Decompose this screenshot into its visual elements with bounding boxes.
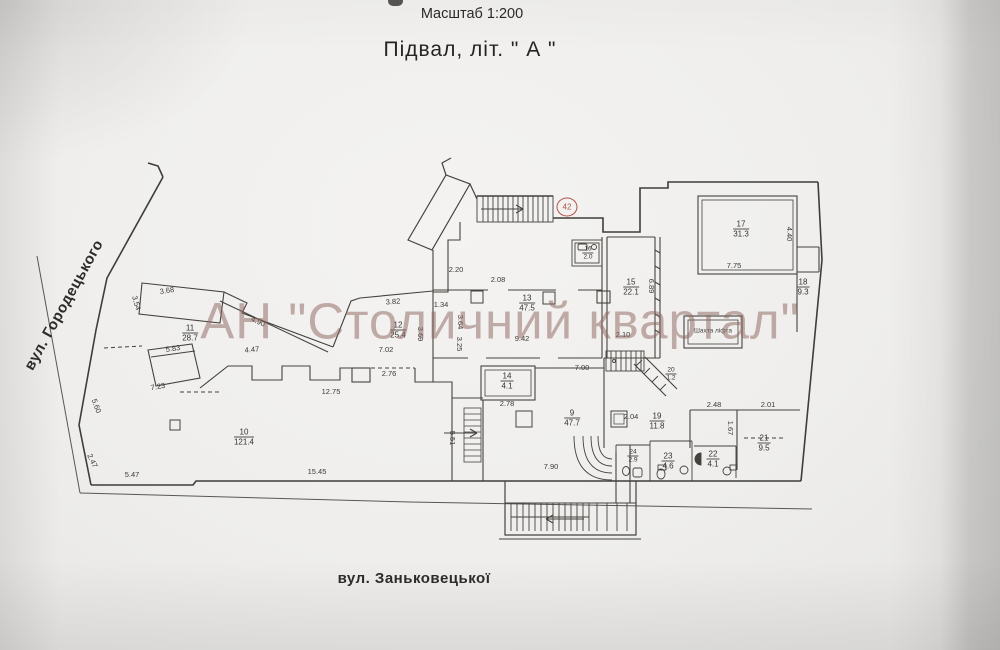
outer-walls: [78, 162, 823, 486]
top-staircase: [476, 195, 554, 223]
columns: [169, 290, 628, 431]
wc-room-16: [571, 239, 603, 267]
red-circle-marker: 42: [556, 197, 578, 217]
elevator-shaft: [683, 315, 743, 349]
elevator-shaft-label: Шахта ліфта: [693, 327, 733, 335]
room17-block: [697, 195, 820, 332]
scan-artifact-mark: [388, 0, 403, 6]
bathroom-block: [615, 440, 737, 481]
middle-section-walls: [433, 236, 661, 448]
page-title: Підвал, літ. " А ": [383, 38, 557, 61]
room19-21-walls: [689, 409, 800, 470]
room-14-walls: [480, 365, 604, 401]
street-boundary-lines: [36, 255, 813, 510]
ramp-arcs: [573, 435, 631, 503]
street-label-zankovetskoi: вул. Заньковецької: [337, 570, 491, 587]
dashed-lines: [103, 345, 786, 439]
side-stair-strip: [444, 407, 482, 463]
bottom-staircase: [499, 481, 641, 540]
tilted-annex: [407, 157, 478, 251]
scale-label: Масштаб 1:200: [420, 6, 524, 22]
left-section-walls: [138, 222, 461, 387]
room20-walls: [605, 350, 678, 397]
room10-walls: [199, 365, 484, 481]
